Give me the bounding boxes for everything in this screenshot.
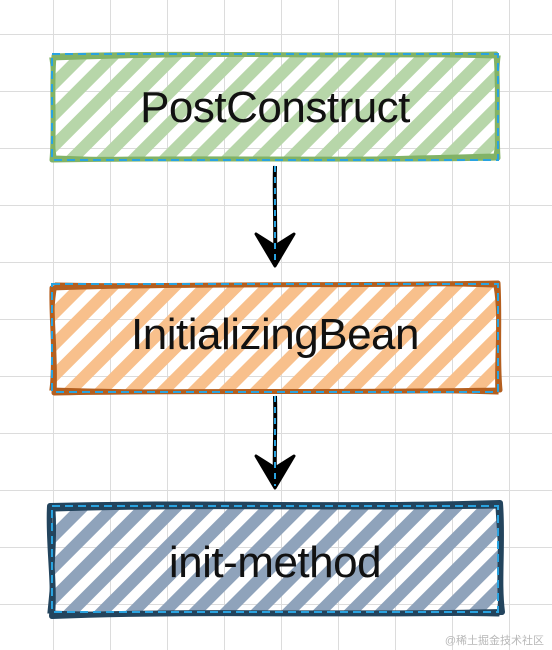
node-label: init-method [168,538,382,587]
node-shape [49,51,501,163]
node-label: PostConstruct [140,83,410,132]
node-shape [49,280,503,396]
node-init-method[interactable]: init-method [46,500,505,619]
node-label: InitializingBean [131,310,419,359]
node-initializing-bean[interactable]: InitializingBean [48,280,503,396]
arrow-connector[interactable] [250,165,300,276]
watermark: @稀土掘金技术社区 [444,635,544,647]
node-shape [46,500,505,619]
node-post-construct[interactable]: PostConstruct [48,50,502,164]
arrow-connector[interactable] [250,395,300,498]
